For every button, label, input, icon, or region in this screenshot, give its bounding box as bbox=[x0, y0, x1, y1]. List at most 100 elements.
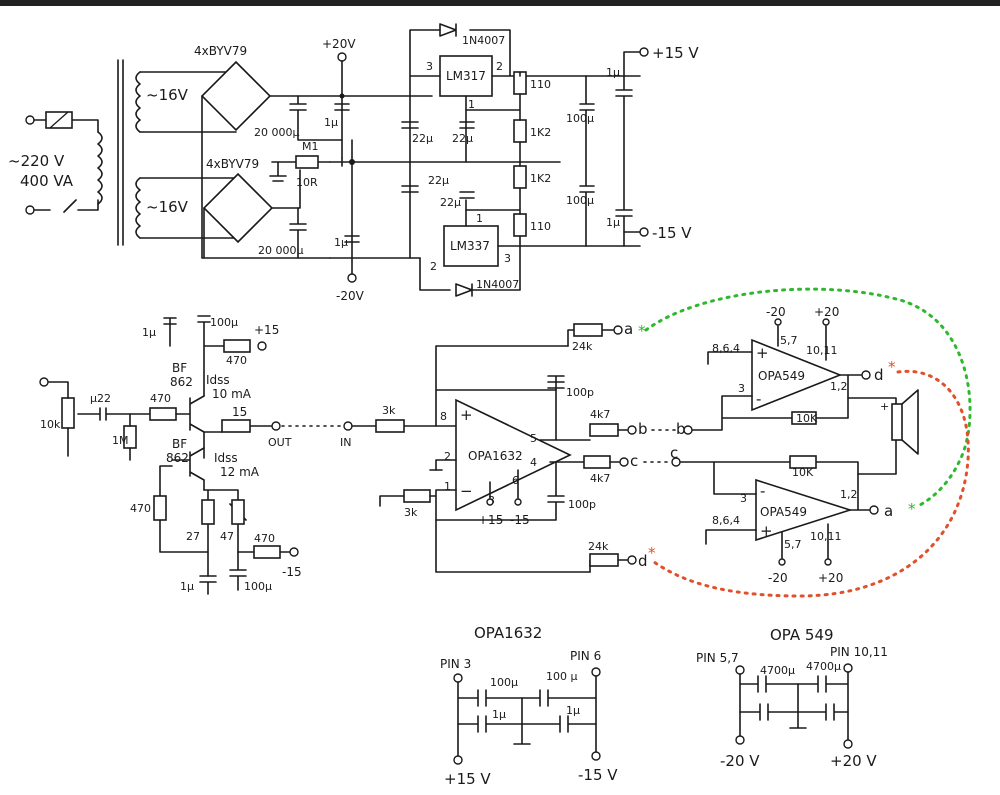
r24k-bottom-label: 24k bbox=[588, 540, 609, 553]
speaker-cone bbox=[901, 389, 919, 455]
idss-top-value: 10 mA bbox=[212, 387, 252, 401]
bf-bottom-label: BF bbox=[172, 437, 187, 451]
secondary-winding-top bbox=[135, 71, 141, 133]
green-star-amp: * bbox=[908, 500, 916, 518]
driver-in-terminal bbox=[343, 421, 353, 431]
node-d-driver-label: d bbox=[638, 552, 648, 570]
preamp-supply-neg bbox=[289, 547, 299, 557]
node-d-driver bbox=[627, 555, 637, 565]
opa549-bottom-plus: + bbox=[760, 522, 773, 540]
rail-neg-label: -20V bbox=[336, 289, 365, 303]
decoupling-1632-pin3 bbox=[453, 673, 463, 683]
decoupling-549-pin57 bbox=[735, 665, 745, 675]
pin2-label: 2 bbox=[444, 450, 451, 463]
bridge-rectifier-bottom bbox=[202, 172, 274, 244]
pa-top-supply-pos bbox=[822, 318, 830, 326]
pin6-label: 6 bbox=[512, 474, 519, 487]
bridge-top-label: 4xBYV79 bbox=[194, 44, 247, 58]
node-a-amp-label: a bbox=[884, 502, 893, 520]
c1u-bottom-label: 1μ bbox=[180, 580, 194, 593]
decoupling-549-supply-pos bbox=[843, 739, 853, 749]
driver-in-label: IN bbox=[340, 436, 351, 449]
lm317-pin1: 1 bbox=[468, 98, 475, 111]
decoupling-549-supply-pos-label: +20 V bbox=[830, 752, 877, 770]
pins-57-top: 5,7 bbox=[780, 334, 798, 347]
green-link-a bbox=[644, 287, 972, 508]
opa549-bottom-label: OPA549 bbox=[760, 505, 807, 519]
primary-winding bbox=[97, 131, 103, 205]
pin5-label: 5 bbox=[530, 432, 537, 445]
node-c-driver bbox=[619, 457, 629, 467]
r10k-top-label: 10K bbox=[796, 412, 818, 425]
winding-top-label: ~16V bbox=[146, 86, 189, 104]
lm317-label: LM317 bbox=[446, 69, 486, 83]
amplifier-schematic: ~220 V 400 VA ~16V ~16V 4xBYV79 4xBYV79 … bbox=[8, 23, 972, 788]
r470-source bbox=[153, 495, 167, 521]
resistor-10r bbox=[295, 155, 319, 169]
cap-1u-top-label: 1μ bbox=[324, 116, 338, 129]
out-pos-label: +15 V bbox=[652, 44, 699, 62]
preamp-supply-pos bbox=[257, 341, 267, 351]
pin1-label: 1 bbox=[444, 480, 451, 493]
power-amp-stage: OPA549 + - 8,6,4 3 1,2 -20 +20 5,7 10,11… bbox=[670, 305, 919, 585]
bridge-bottom-label: 4xBYV79 bbox=[206, 157, 259, 171]
diode-1n4007-top bbox=[439, 23, 457, 37]
node-c-driver-label: c bbox=[630, 452, 638, 470]
cin-label: μ22 bbox=[90, 392, 111, 405]
bf-bottom-num: 862 bbox=[166, 451, 189, 465]
m1-label: M1 bbox=[302, 140, 319, 153]
r470-src-label: 470 bbox=[130, 502, 151, 515]
lm337-pin2: 2 bbox=[430, 260, 437, 273]
driver-stage: IN 3k OPA1632 + − 8 2 1 3 6 5 4 100p 3k … bbox=[340, 320, 681, 573]
decoupling-1632-supply-pos bbox=[453, 755, 463, 765]
r10k-bottom-label: 10K bbox=[792, 466, 814, 479]
pins-12-top: 1,2 bbox=[830, 380, 848, 393]
winding-bottom-label: ~16V bbox=[146, 198, 189, 216]
mains-power-label: 400 VA bbox=[20, 172, 74, 190]
decoupling-1632-pin-right: PIN 6 bbox=[570, 649, 601, 663]
r10-label: 10R bbox=[296, 176, 318, 189]
mains-voltage-label: ~220 V bbox=[8, 152, 65, 170]
decoupling-opa1632: OPA1632 PIN 3 PIN 6 100μ 100 μ 1μ 1μ +15… bbox=[440, 624, 618, 788]
c100-bottom-label: 100μ bbox=[566, 194, 594, 207]
node-d-amp bbox=[861, 370, 871, 380]
pa-top-supply-pos-label: +20 bbox=[814, 305, 839, 319]
cap-top-label: 20 000μ bbox=[254, 126, 300, 139]
decoupling-549-supply-neg-label: -20 V bbox=[720, 752, 760, 770]
c22-b-label: 22μ bbox=[452, 132, 473, 145]
decoupling-1632-pin6 bbox=[591, 667, 601, 677]
pin3-top: 3 bbox=[738, 382, 745, 395]
c100-top-label: 100μ bbox=[566, 112, 594, 125]
r24k-bottom bbox=[589, 553, 619, 567]
bf-top-num: 862 bbox=[170, 375, 193, 389]
opa549-bottom-minus: - bbox=[760, 482, 765, 500]
r4k7-top-label: 4k7 bbox=[590, 408, 610, 421]
speaker bbox=[891, 403, 903, 441]
c22-d-label: 22μ bbox=[440, 196, 461, 209]
preamp-stage: 10k μ22 1M 470 1μ 100μ 470 +15 BF 862 Id… bbox=[39, 315, 341, 595]
r470-bottom-label: 470 bbox=[254, 532, 275, 545]
preamp-out-terminal bbox=[271, 421, 281, 431]
diode-bottom-label: 1N4007 bbox=[476, 278, 519, 291]
decoupling-549-supply-neg bbox=[735, 735, 745, 745]
opa549-top-label: OPA549 bbox=[758, 369, 805, 383]
r1k2-b-label: 1K2 bbox=[530, 172, 551, 185]
node-c-amp bbox=[671, 457, 681, 467]
decoupling-549-title: OPA 549 bbox=[770, 626, 834, 644]
bridge-rectifier-top bbox=[200, 60, 272, 132]
node-a-driver-label: a bbox=[624, 320, 633, 338]
pa-top-supply-neg bbox=[774, 318, 782, 326]
decoupling-1632-supply-neg bbox=[591, 751, 601, 761]
r4k7-top bbox=[589, 423, 619, 437]
lm317-pin2: 2 bbox=[496, 60, 503, 73]
dec-549-c4700-a: 4700μ bbox=[760, 664, 795, 677]
pin8-label: 8 bbox=[440, 410, 447, 423]
idss-bottom-label: Idss bbox=[214, 451, 238, 465]
r15-label: 15 bbox=[232, 405, 247, 419]
c100p-top-label: 100p bbox=[566, 386, 594, 399]
dec-549-c4700-b: 4700μ bbox=[806, 660, 841, 673]
r47-trimmer bbox=[231, 499, 245, 525]
out-neg-terminal bbox=[639, 227, 649, 237]
top-edge-bar bbox=[0, 0, 1000, 6]
c1u-top-label: 1μ bbox=[142, 326, 156, 339]
